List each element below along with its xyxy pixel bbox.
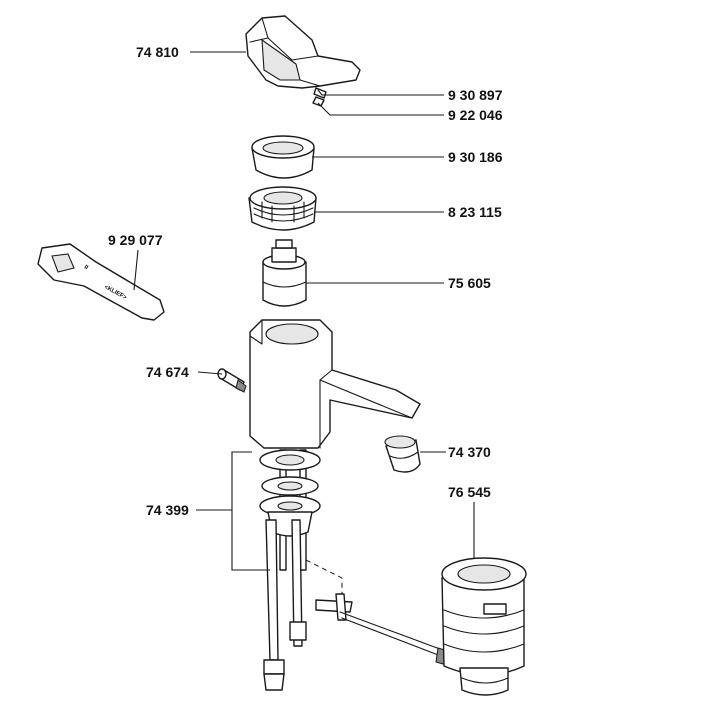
- mounting-set-part: [259, 449, 321, 691]
- leader-9-29-077: [133, 249, 139, 291]
- label-key-tool: 9 29 077: [108, 232, 163, 248]
- leader-74-674: [197, 371, 223, 375]
- cartridge-part: [262, 239, 307, 307]
- screw-9-22-046: [312, 96, 325, 107]
- waste-valve-part: [441, 557, 527, 696]
- leader-74-399-bracket: [231, 451, 270, 571]
- lift-rod-knob-part: [217, 368, 247, 393]
- faucet-body: [249, 319, 421, 449]
- label-aerator: 74 370: [448, 444, 491, 460]
- key-tool-part: <KLIEF> II: [37, 243, 165, 321]
- label-cover-ring: 9 30 186: [448, 149, 503, 165]
- linkage-rod: [315, 593, 453, 667]
- label-handle: 74 810: [136, 44, 179, 60]
- cover-ring-part: [251, 135, 315, 179]
- label-lift-rod-knob: 74 674: [146, 364, 189, 380]
- handle-lever: [245, 15, 361, 89]
- label-screw-b: 9 22 046: [448, 107, 503, 123]
- label-waste-valve: 76 545: [448, 484, 491, 500]
- label-mounting-set: 74 399: [146, 502, 189, 518]
- svg-text:II: II: [83, 264, 89, 271]
- label-threaded-nut: 8 23 115: [448, 204, 502, 220]
- label-screw-a: 9 30 897: [448, 87, 503, 103]
- aerator-part: [384, 435, 421, 473]
- leader-9-22-046: [317, 102, 444, 116]
- threaded-nut-part: [248, 186, 317, 231]
- label-cartridge: 75 605: [448, 275, 491, 291]
